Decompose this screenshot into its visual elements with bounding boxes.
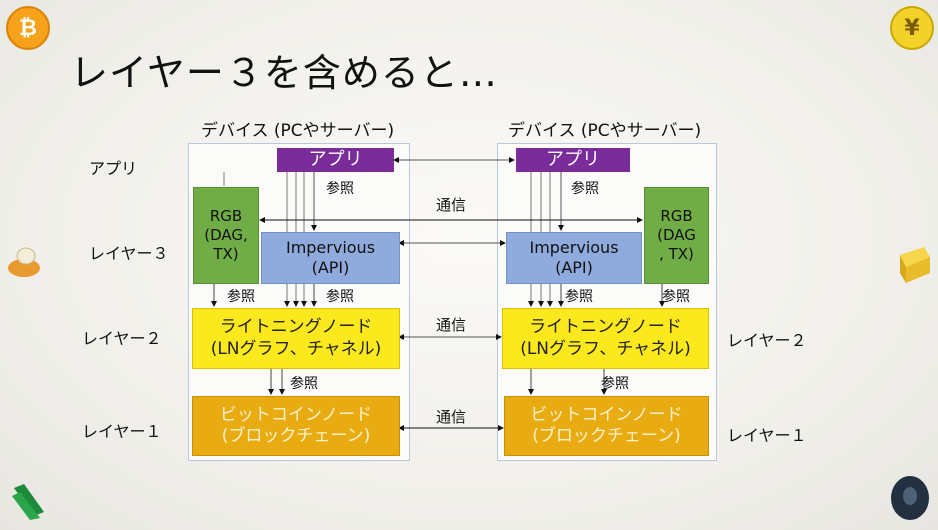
right-rgb-line1: RGB	[660, 207, 692, 226]
right-bitcoin-box: ビットコインノード (ブロックチェーン)	[504, 396, 709, 456]
left-ref-label-2: 参照	[227, 286, 255, 306]
right-ref-label-2: 参照	[565, 286, 593, 306]
layer-label-3-left: レイヤー３	[89, 240, 169, 264]
right-impervious-line2: (API)	[555, 258, 593, 278]
comm-label-layer1: 通信	[436, 406, 466, 427]
left-ref-label-4: 参照	[290, 373, 318, 393]
right-impervious-box: Impervious (API)	[506, 232, 642, 284]
right-bitcoin-line2: (ブロックチェーン)	[532, 426, 680, 447]
right-lightning-line1: ライトニングノード	[529, 317, 682, 338]
left-bitcoin-line1: ビットコインノード	[220, 405, 372, 426]
left-bitcoin-line2: (ブロックチェーン)	[222, 426, 370, 447]
left-lightning-line1: ライトニングノード	[220, 317, 373, 338]
left-rgb-line3: TX)	[213, 245, 238, 264]
layer-label-2-left: レイヤー２	[82, 325, 162, 349]
left-rgb-line2: (DAG,	[204, 226, 248, 245]
left-lightning-line2: (LNグラフ、チャネル)	[211, 339, 382, 360]
right-rgb-line2: (DAG	[657, 226, 696, 245]
right-ref-label-4: 参照	[601, 373, 629, 393]
right-app-label: アプリ	[546, 149, 600, 172]
right-ref-label-1: 参照	[571, 178, 599, 198]
left-impervious-line2: (API)	[312, 258, 350, 278]
right-lightning-box: ライトニングノード (LNグラフ、チャネル)	[502, 308, 709, 369]
left-rgb-box: RGB (DAG, TX)	[193, 187, 259, 284]
left-impervious-box: Impervious (API)	[261, 232, 400, 284]
right-lightning-line2: (LNグラフ、チャネル)	[520, 339, 691, 360]
right-app-box: アプリ	[516, 148, 630, 172]
layer-label-app: アプリ	[89, 155, 137, 179]
layer-label-1-right: レイヤー１	[727, 422, 807, 446]
layer-label-1-left: レイヤー１	[82, 418, 162, 442]
left-app-box: アプリ	[277, 148, 394, 172]
left-ref-label-3: 参照	[326, 286, 354, 306]
left-rgb-line1: RGB	[210, 207, 242, 226]
left-bitcoin-box: ビットコインノード (ブロックチェーン)	[192, 396, 400, 456]
left-lightning-box: ライトニングノード (LNグラフ、チャネル)	[192, 308, 400, 369]
right-rgb-box: RGB (DAG , TX)	[644, 187, 709, 284]
left-ref-label-1: 参照	[326, 178, 354, 198]
left-app-label: アプリ	[309, 149, 363, 172]
left-impervious-line1: Impervious	[286, 238, 375, 258]
right-rgb-line3: , TX)	[659, 245, 694, 264]
right-impervious-line1: Impervious	[529, 238, 618, 258]
right-ref-label-3: 参照	[662, 286, 690, 306]
comm-label-layer2: 通信	[436, 314, 466, 335]
right-bitcoin-line1: ビットコインノード	[530, 405, 682, 426]
layer-label-2-right: レイヤー２	[727, 327, 807, 351]
comm-label-layer3: 通信	[436, 194, 466, 215]
